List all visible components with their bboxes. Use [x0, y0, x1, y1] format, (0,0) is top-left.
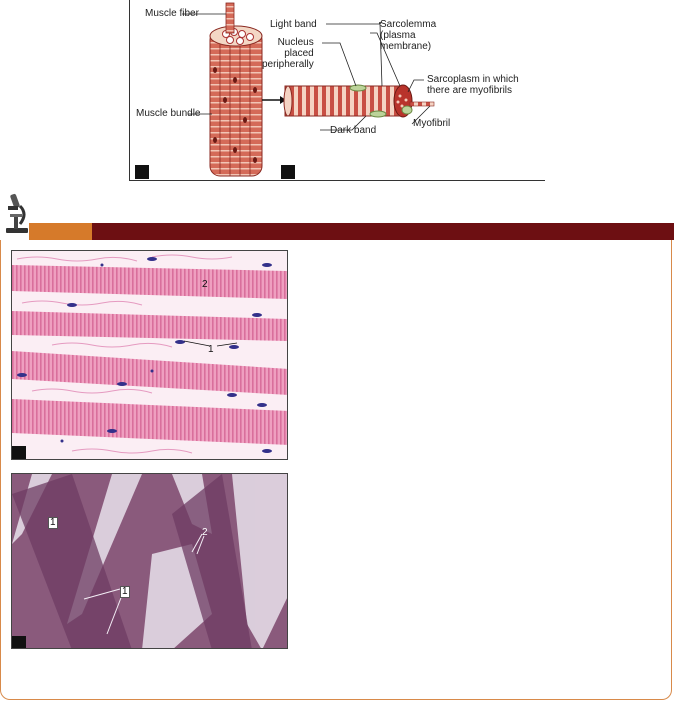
- panel-marker-d: [12, 636, 26, 648]
- section-header-tab: [29, 223, 92, 240]
- label-dark-band: Dark band: [330, 125, 377, 136]
- microscope-icon-art: [6, 193, 28, 233]
- label-myofibril: Myofibril: [413, 118, 451, 129]
- muscle-structure-diagram: Muscle fiber Muscle bundle Light band Nu…: [129, 0, 545, 181]
- panel-marker-c: [12, 446, 26, 459]
- microscope-icon: [2, 192, 32, 238]
- muscle-diagram-art: [182, 2, 435, 177]
- label-muscle-bundle: Muscle bundle: [136, 108, 201, 119]
- micro-bottom-label-1b: 1: [120, 586, 130, 598]
- panel-marker-b: [281, 165, 295, 179]
- micrograph-photo-art: [12, 474, 287, 648]
- label-muscle-fiber: Muscle fiber: [145, 8, 199, 19]
- micro-bottom-label-1a: 1: [48, 517, 58, 529]
- micrograph-drawing-art: [12, 254, 287, 454]
- micro-top-label-1: 1: [208, 344, 214, 355]
- micrograph-photo: 1 1 2: [11, 473, 288, 649]
- label-nucleus: Nucleus placed peripherally: [262, 37, 314, 70]
- label-light-band: Light band: [270, 19, 317, 30]
- muscle-bundle-shape: [209, 2, 263, 177]
- section-content-frame: [0, 240, 672, 700]
- panel-marker-a: [135, 165, 149, 179]
- micro-bottom-label-2: 2: [202, 527, 208, 538]
- micro-top-label-2: 2: [202, 279, 208, 290]
- muscle-fiber-shape: [283, 84, 435, 118]
- section-header-bar: [29, 223, 674, 240]
- label-sarcolemma: Sarcolemma (plasma membrane): [380, 19, 437, 52]
- label-sarcoplasm: Sarcoplasm in which there are myofibrils: [427, 74, 519, 96]
- micrograph-drawing: 2 1: [11, 250, 288, 460]
